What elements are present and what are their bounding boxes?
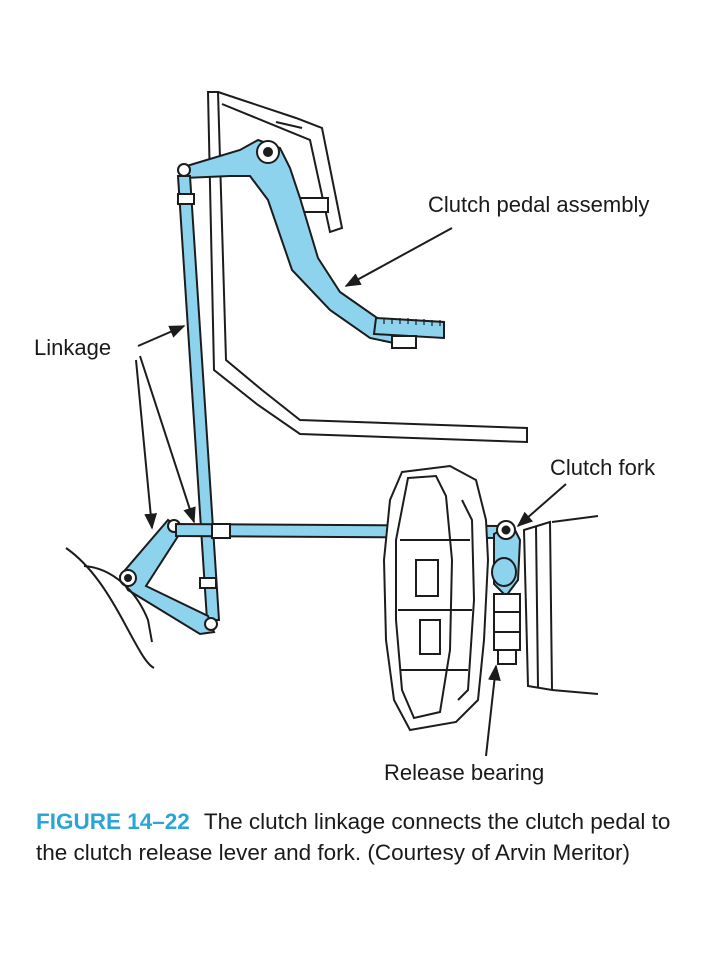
clutch-linkage-diagram	[65, 91, 599, 757]
label-clutch-fork: Clutch fork	[550, 455, 656, 480]
leader-arrows	[135, 227, 567, 757]
housing-flange	[522, 520, 554, 692]
transmission-outline	[551, 515, 599, 695]
bell-crank	[118, 518, 218, 636]
arrow-release-bearing	[485, 664, 501, 757]
clutch-pedal	[177, 138, 445, 349]
caption-text: The clutch linkage connects the clutch p…	[36, 809, 671, 865]
label-clutch-pedal-assembly: Clutch pedal assembly	[428, 192, 650, 217]
label-release-bearing: Release bearing	[384, 760, 545, 785]
label-linkage: Linkage	[34, 335, 112, 360]
linkage-rod-vertical	[176, 175, 221, 621]
firewall-outline	[206, 91, 528, 444]
clutch-housing	[382, 464, 490, 732]
release-bearing	[493, 593, 521, 665]
arrow-clutch-fork	[516, 483, 567, 528]
figure-number: FIGURE 14–22	[36, 809, 190, 834]
pedal-pad-ribs	[383, 318, 441, 326]
arrow-clutch-pedal	[344, 227, 453, 287]
arrow-linkage-top	[137, 325, 186, 347]
frame-rail	[65, 547, 155, 669]
arrow-linkage-mid	[139, 355, 196, 524]
clutch-fork	[491, 520, 522, 598]
arrow-linkage-left	[135, 359, 158, 530]
